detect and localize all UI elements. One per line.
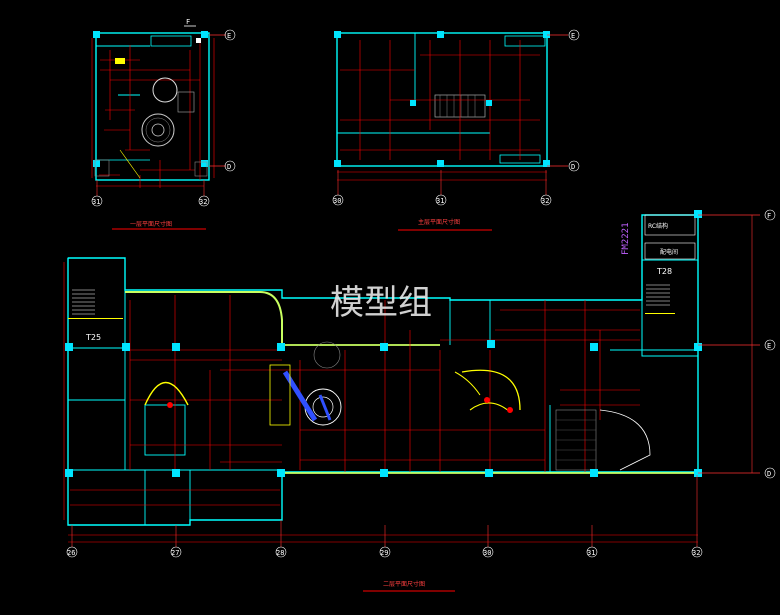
watermark: 模型组 <box>330 283 432 323</box>
north-mark: F <box>186 18 190 26</box>
grid-label-e: E <box>767 342 771 350</box>
box-label-bottom: 配电间 <box>660 248 678 256</box>
grid-label-28: 28 <box>276 549 284 557</box>
grid-label-e: E <box>227 32 231 40</box>
grid-label-27: 27 <box>171 549 179 557</box>
stair-label-t25: T25 <box>85 333 101 342</box>
grid-label-32: 32 <box>199 198 207 206</box>
plan-title: 主层平面尺寸图 <box>418 218 460 226</box>
grid-label-d: D <box>571 163 575 171</box>
grid-label-31: 31 <box>587 549 595 557</box>
plan-1: F <box>91 18 236 230</box>
grid-label-d: D <box>767 470 771 478</box>
grid-label-32: 32 <box>541 197 549 205</box>
grid-label-31: 31 <box>92 198 100 206</box>
plan-2: E D 30 31 32 主层平面尺寸图 <box>332 29 580 231</box>
grid-label-30: 30 <box>483 549 491 557</box>
grid-label-e: E <box>571 32 575 40</box>
grid-label-32: 32 <box>692 549 700 557</box>
plan-title: 二层平面尺寸图 <box>383 580 425 588</box>
box-label-top: RC结构 <box>648 222 668 230</box>
grid-label-31: 31 <box>436 197 444 205</box>
plan-title: 一层平面尺寸图 <box>130 220 172 228</box>
stair-label-t28: T28 <box>656 267 672 276</box>
grid-label-d: D <box>227 163 231 171</box>
plan-3: T25 T28 RC结构 配电间 FM2221 <box>63 209 776 592</box>
grid-label-f: F <box>767 212 771 220</box>
grid-label-29: 29 <box>380 549 388 557</box>
grid-label-26: 26 <box>67 549 75 557</box>
fire-label: FM2221 <box>621 222 631 255</box>
grid-label-30: 30 <box>333 197 341 205</box>
